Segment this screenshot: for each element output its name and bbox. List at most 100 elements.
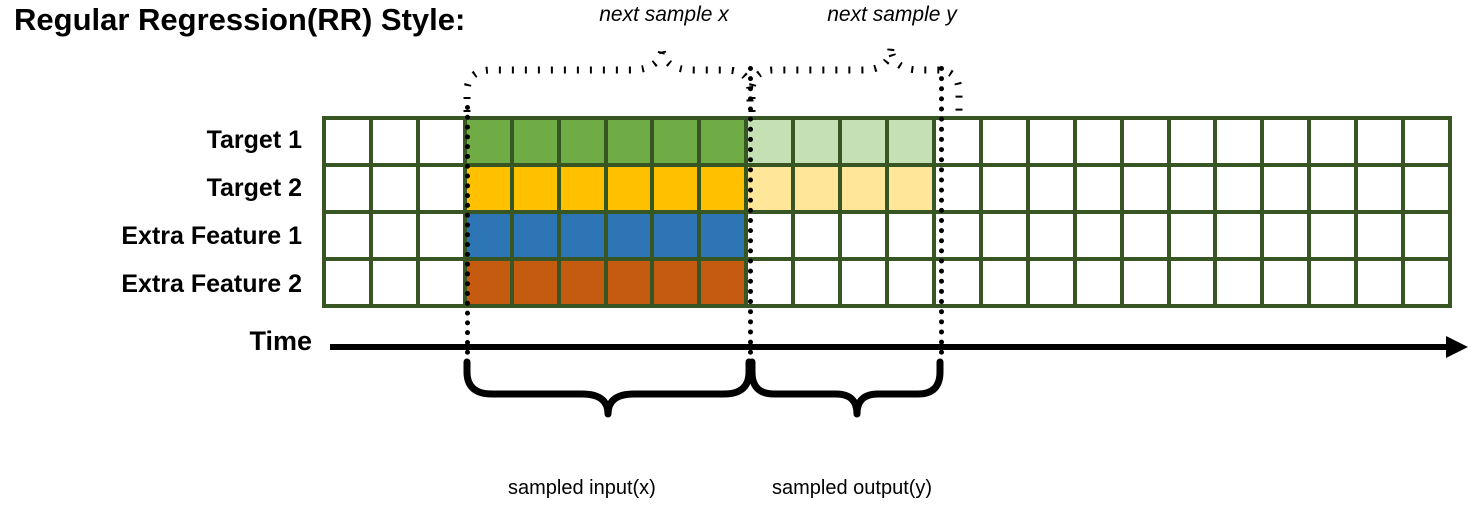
grid-cell-extra-feature-2-8 [654,261,698,304]
grid-cell-extra-feature-1-24 [1405,214,1448,257]
divider-input-start [465,105,470,355]
grid-cell-target-2-8 [654,167,698,210]
grid-cell-extra-feature-2-2 [372,261,416,304]
grid-cell-target-2-3 [419,167,463,210]
grid-cell-target-1-3 [419,120,463,163]
grid-cell-extra-feature-2-13 [889,261,932,304]
timeline-grid [322,116,1452,308]
annotation-next-sample-x: next sample x [599,3,729,26]
brace-next-sample-x [463,45,754,112]
grid-cell-extra-feature-1-17 [1076,214,1120,257]
grid-cell-target-1-2 [372,120,416,163]
grid-cell-extra-feature-2-18 [1123,261,1167,304]
grid-cell-extra-feature-1-7 [607,214,651,257]
grid-cell-target-1-5 [513,120,557,163]
grid-cell-target-1-23 [1358,120,1402,163]
grid-cell-extra-feature-1-5 [513,214,557,257]
note-sampled-input-title: sampled input(x) [508,476,656,499]
grid-cell-target-2-13 [889,167,932,210]
row-label-target-2: Target 2 [206,173,302,202]
grid-cell-extra-feature-2-24 [1405,261,1448,304]
grid-cell-target-1-21 [1264,120,1308,163]
divider-output-end [939,66,944,355]
grid-cell-target-2-6 [560,167,604,210]
divider-input-end [748,66,753,355]
grid-cell-extra-feature-1-21 [1264,214,1308,257]
grid-cell-target-2-19 [1170,167,1214,210]
brace-next-sample-y [748,45,963,112]
grid-cell-extra-feature-2-17 [1076,261,1120,304]
grid-cell-target-1-1 [326,120,369,163]
grid-cell-target-1-11 [795,120,839,163]
grid-cell-extra-feature-2-5 [513,261,557,304]
row-label-column: Target 1 Target 2 Extra Feature 1 Extra … [0,116,312,308]
grid-cell-extra-feature-1-19 [1170,214,1214,257]
grid-cell-target-2-24 [1405,167,1448,210]
grid-cell-target-1-20 [1217,120,1261,163]
time-axis-line [330,344,1460,350]
grid-cell-target-1-17 [1076,120,1120,163]
grid-cell-target-1-18 [1123,120,1167,163]
grid-cell-target-1-9 [701,120,745,163]
grid-cell-extra-feature-2-23 [1358,261,1402,304]
grid-cell-target-2-5 [513,167,557,210]
grid-cell-target-1-10 [748,120,792,163]
grid-cell-target-1-12 [842,120,885,163]
time-axis-arrowhead [1446,336,1468,358]
grid-cell-extra-feature-1-18 [1123,214,1167,257]
grid-cell-target-2-15 [982,167,1026,210]
grid-cell-extra-feature-2-20 [1217,261,1261,304]
grid-cell-extra-feature-1-10 [748,214,792,257]
grid-cell-target-1-22 [1311,120,1355,163]
grid-cell-target-1-8 [654,120,698,163]
grid-cell-target-1-24 [1405,120,1448,163]
note-sampled-output-title: sampled output(y) [772,476,933,499]
grid-cell-extra-feature-2-6 [560,261,604,304]
grid-cell-extra-feature-2-3 [419,261,463,304]
grid-cell-extra-feature-2-1 [326,261,369,304]
grid-cell-target-1-19 [1170,120,1214,163]
time-axis-label: Time [249,326,312,356]
grid-cell-target-2-12 [842,167,885,210]
grid-cell-extra-feature-2-7 [607,261,651,304]
page-title: Regular Regression(RR) Style: [14,2,466,37]
grid-cell-target-2-16 [1029,167,1073,210]
grid-cell-extra-feature-2-9 [701,261,745,304]
grid-cell-target-2-2 [372,167,416,210]
grid-cell-extra-feature-1-2 [372,214,416,257]
annotation-next-sample-y: next sample y [827,3,957,26]
grid-cell-target-1-13 [889,120,932,163]
grid-cell-target-2-21 [1264,167,1308,210]
grid-cell-target-2-23 [1358,167,1402,210]
grid-cell-target-2-18 [1123,167,1167,210]
grid-cell-target-1-6 [560,120,604,163]
grid-cell-extra-feature-2-10 [748,261,792,304]
grid-cell-target-1-7 [607,120,651,163]
grid-cell-extra-feature-2-22 [1311,261,1355,304]
grid-cell-extra-feature-1-20 [1217,214,1261,257]
grid-cell-extra-feature-1-1 [326,214,369,257]
grid-cell-extra-feature-1-15 [982,214,1026,257]
grid-cell-target-2-20 [1217,167,1261,210]
grid-cell-extra-feature-2-11 [795,261,839,304]
grid-cell-target-2-4 [466,167,510,210]
grid-cell-extra-feature-1-22 [1311,214,1355,257]
grid-cell-extra-feature-1-13 [889,214,932,257]
grid-cell-extra-feature-2-19 [1170,261,1214,304]
brace-sampled-output [748,358,944,418]
grid-cell-extra-feature-1-9 [701,214,745,257]
brace-sampled-input [463,358,753,418]
note-sampled-input: sampled input(x) lookback=6 input_featur… [508,422,698,516]
grid-cell-target-2-1 [326,167,369,210]
row-label-extra-feature-2: Extra Feature 2 [121,269,302,298]
grid-cell-extra-feature-1-3 [419,214,463,257]
grid-cell-target-1-16 [1029,120,1073,163]
grid-cell-extra-feature-1-23 [1358,214,1402,257]
row-label-extra-feature-1: Extra Feature 1 [121,221,302,250]
grid-cell-extra-feature-2-16 [1029,261,1073,304]
grid-cell-target-2-7 [607,167,651,210]
note-sampled-output: sampled output(y) horizon=4 output_featu… [772,422,974,516]
grid-cell-extra-feature-2-4 [466,261,510,304]
grid-cell-extra-feature-1-4 [466,214,510,257]
